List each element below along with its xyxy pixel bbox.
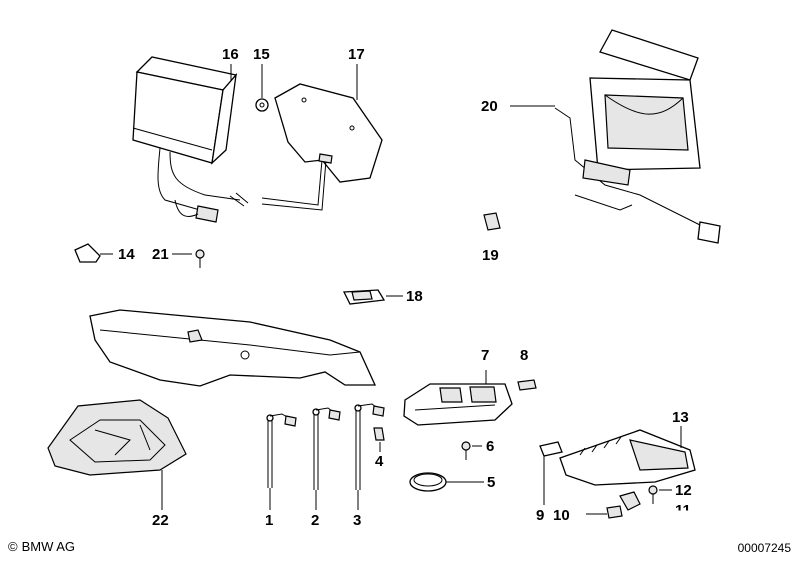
- brand-name: BMW AG: [21, 539, 76, 554]
- copyright-symbol: ©: [8, 539, 18, 554]
- part-22-seat-mat[interactable]: [47, 399, 187, 476]
- callout-3[interactable]: 3: [353, 512, 362, 529]
- callout-1[interactable]: 1: [265, 512, 274, 529]
- part-1-sensor[interactable]: [266, 413, 297, 488]
- callout-8[interactable]: 8: [520, 347, 529, 364]
- callout-11[interactable]: 11: [675, 502, 691, 519]
- callout-20[interactable]: 20: [481, 98, 498, 115]
- part-10-connector[interactable]: [606, 505, 623, 519]
- part-14-bracket[interactable]: [74, 243, 101, 263]
- seat-base[interactable]: [89, 309, 377, 387]
- callout-13[interactable]: 13: [672, 409, 689, 426]
- part-7-trim[interactable]: [403, 383, 513, 426]
- callout-2[interactable]: 2: [311, 512, 320, 529]
- part-13-switch-panel[interactable]: [559, 429, 696, 486]
- callout-16[interactable]: 16: [222, 46, 239, 63]
- callout-4[interactable]: 4: [375, 453, 384, 470]
- part-6-screw[interactable]: [461, 441, 471, 460]
- callout-10[interactable]: 10: [553, 507, 570, 524]
- part-21-screw[interactable]: [195, 249, 205, 268]
- callout-14[interactable]: 14: [118, 246, 135, 263]
- part-4-clip[interactable]: [373, 427, 385, 441]
- part-17-pad[interactable]: [261, 83, 383, 211]
- callout-9[interactable]: 9: [536, 507, 545, 524]
- part-20-lumbar-unit[interactable]: [554, 29, 721, 244]
- callout-15[interactable]: 15: [253, 46, 270, 63]
- part-19-clip[interactable]: [483, 212, 501, 231]
- part-12-screw[interactable]: [648, 485, 658, 504]
- part-3-sensor[interactable]: [354, 403, 385, 490]
- callout-12[interactable]: 12: [675, 482, 692, 499]
- callout-22[interactable]: 22: [152, 512, 169, 529]
- part-11-knob[interactable]: [619, 491, 641, 511]
- part-2-sensor[interactable]: [312, 407, 341, 490]
- part-15-nut[interactable]: [255, 98, 269, 112]
- part-18-switch[interactable]: [342, 289, 386, 305]
- callout-21[interactable]: 21: [152, 246, 169, 263]
- callout-18[interactable]: 18: [406, 288, 423, 305]
- callout-7[interactable]: 7: [481, 347, 490, 364]
- copyright-notice: © BMW AG: [8, 539, 75, 554]
- callout-17[interactable]: 17: [348, 46, 365, 63]
- callout-6[interactable]: 6: [486, 438, 495, 455]
- part-5-ring[interactable]: [409, 472, 447, 492]
- diagram-number: 00007245: [737, 541, 791, 555]
- part-8-cap[interactable]: [517, 379, 537, 391]
- callout-5[interactable]: 5: [487, 474, 496, 491]
- part-9-bracket[interactable]: [539, 441, 563, 457]
- part-16-control-unit[interactable]: [132, 56, 249, 223]
- callout-19[interactable]: 19: [482, 247, 499, 264]
